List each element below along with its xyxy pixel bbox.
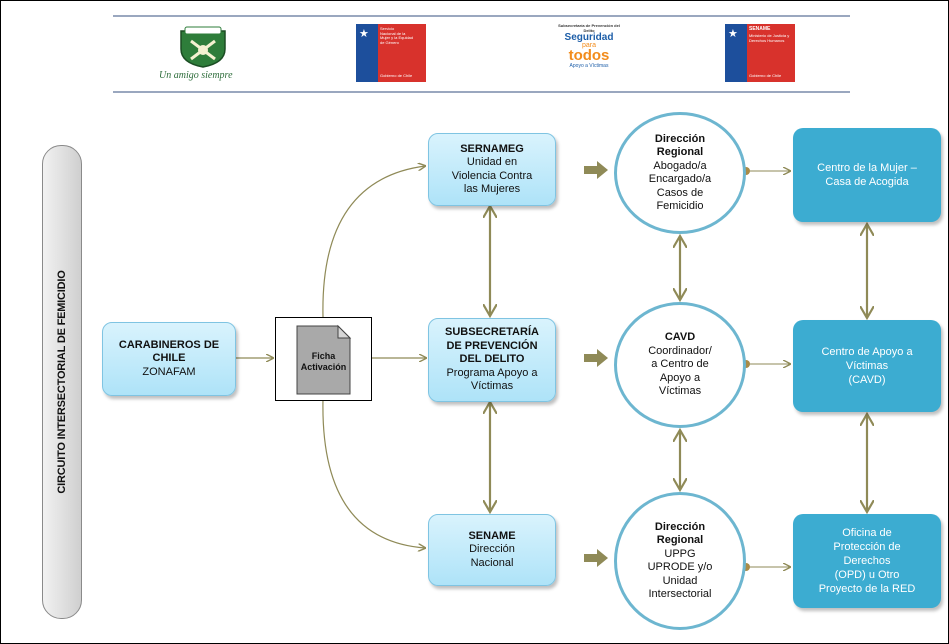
sename-logo: ★ SENAME Ministerio de Justicia y Derech… xyxy=(725,24,795,82)
gob-chile-label: Gobierno de Chile xyxy=(380,73,413,78)
circle-direccion-regional-sename: Dirección Regional UPPG UPRODE y/o Unida… xyxy=(614,492,746,630)
block-arrow-row2 xyxy=(584,349,608,367)
sernam-logo: ★ Servicio Nacional de la Mujer y la Equ… xyxy=(356,24,426,82)
gob-chile-label: Gobierno de Chile xyxy=(749,73,782,78)
document-icon xyxy=(296,324,352,395)
seguridad-para-todos-logo: Subsecretaría de Prevención del Delito S… xyxy=(558,23,620,69)
block-arrow-row1 xyxy=(584,161,608,179)
carabineros-motto: Un amigo siempre xyxy=(159,70,233,81)
arrow-ficha-to-sernameg xyxy=(322,166,425,318)
logo-bar: Un amigo siempre ★ Servicio Nacional de … xyxy=(113,15,850,93)
circle-direccion-regional-sernameg: Dirección Regional Abogado/a Encargado/a… xyxy=(614,112,746,234)
ficha-activacion-frame: Ficha Activación xyxy=(275,317,372,401)
subsecretaria-box: SUBSECRETARÍA DE PREVENCIÓN DEL DELITO P… xyxy=(428,318,556,402)
side-label: CIRCUITO INTERSECTORIAL DE FEMICIDIO xyxy=(42,145,82,619)
centro-de-la-mujer-box: Centro de la Mujer – Casa de Acogida xyxy=(793,128,941,222)
sernameg-box: SERNAMEG Unidad en Violencia Contra las … xyxy=(428,133,556,206)
sernam-logo-text: Servicio Nacional de la Mujer y la Equid… xyxy=(380,26,414,45)
centro-de-apoyo-victimas-box: Centro de Apoyo a Víctimas (CAVD) xyxy=(793,320,941,412)
carabineros-logo xyxy=(173,25,233,83)
block-arrow-row3 xyxy=(584,549,608,567)
ficha-label: Ficha Activación xyxy=(300,351,347,372)
sename-box: SENAME Dirección Nacional xyxy=(428,514,556,586)
carabineros-shield-icon xyxy=(180,26,226,68)
chile-flag-star-icon: ★ xyxy=(359,28,369,40)
chile-flag-star-icon: ★ xyxy=(728,28,738,40)
carabineros-box: CARABINEROS DE CHILE ZONAFAM xyxy=(102,322,236,396)
oficina-opd-box: Oficina de Protección de Derechos (OPD) … xyxy=(793,514,941,608)
circle-cavd: CAVD Coordinador/ a Centro de Apoyo a Ví… xyxy=(614,302,746,428)
arrow-ficha-to-sename xyxy=(322,398,425,548)
